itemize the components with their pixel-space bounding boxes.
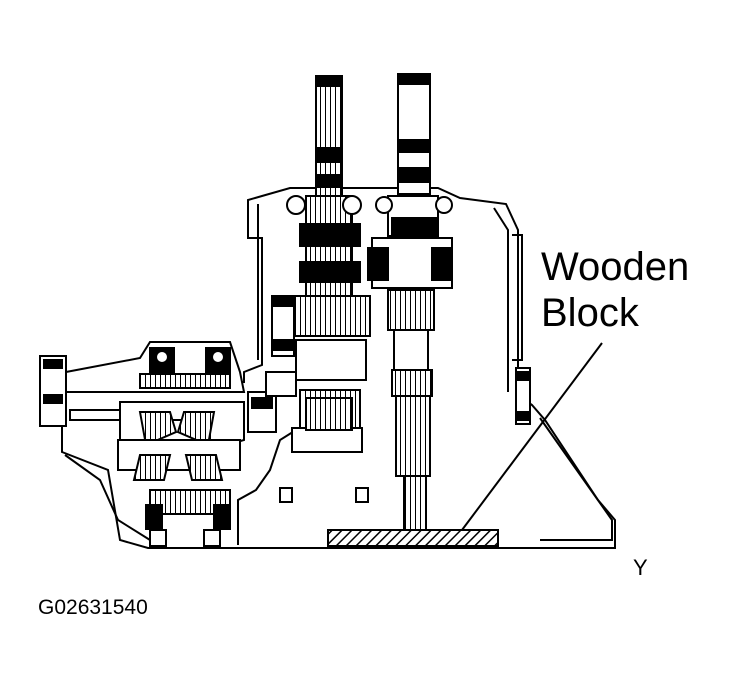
figure-code: G02631540 <box>38 596 148 619</box>
transmission-housing <box>61 187 616 549</box>
output-shaft <box>367 73 453 533</box>
callout-leader-line <box>461 342 603 531</box>
housing-bolts <box>279 367 531 503</box>
view-direction-letter: Y <box>633 555 648 580</box>
input-shaft <box>265 75 371 453</box>
wooden-block <box>327 529 499 547</box>
differential-assembly <box>39 341 277 547</box>
callout-label-line1: Wooden <box>541 245 690 289</box>
callout-label-line2: Block <box>541 291 639 335</box>
